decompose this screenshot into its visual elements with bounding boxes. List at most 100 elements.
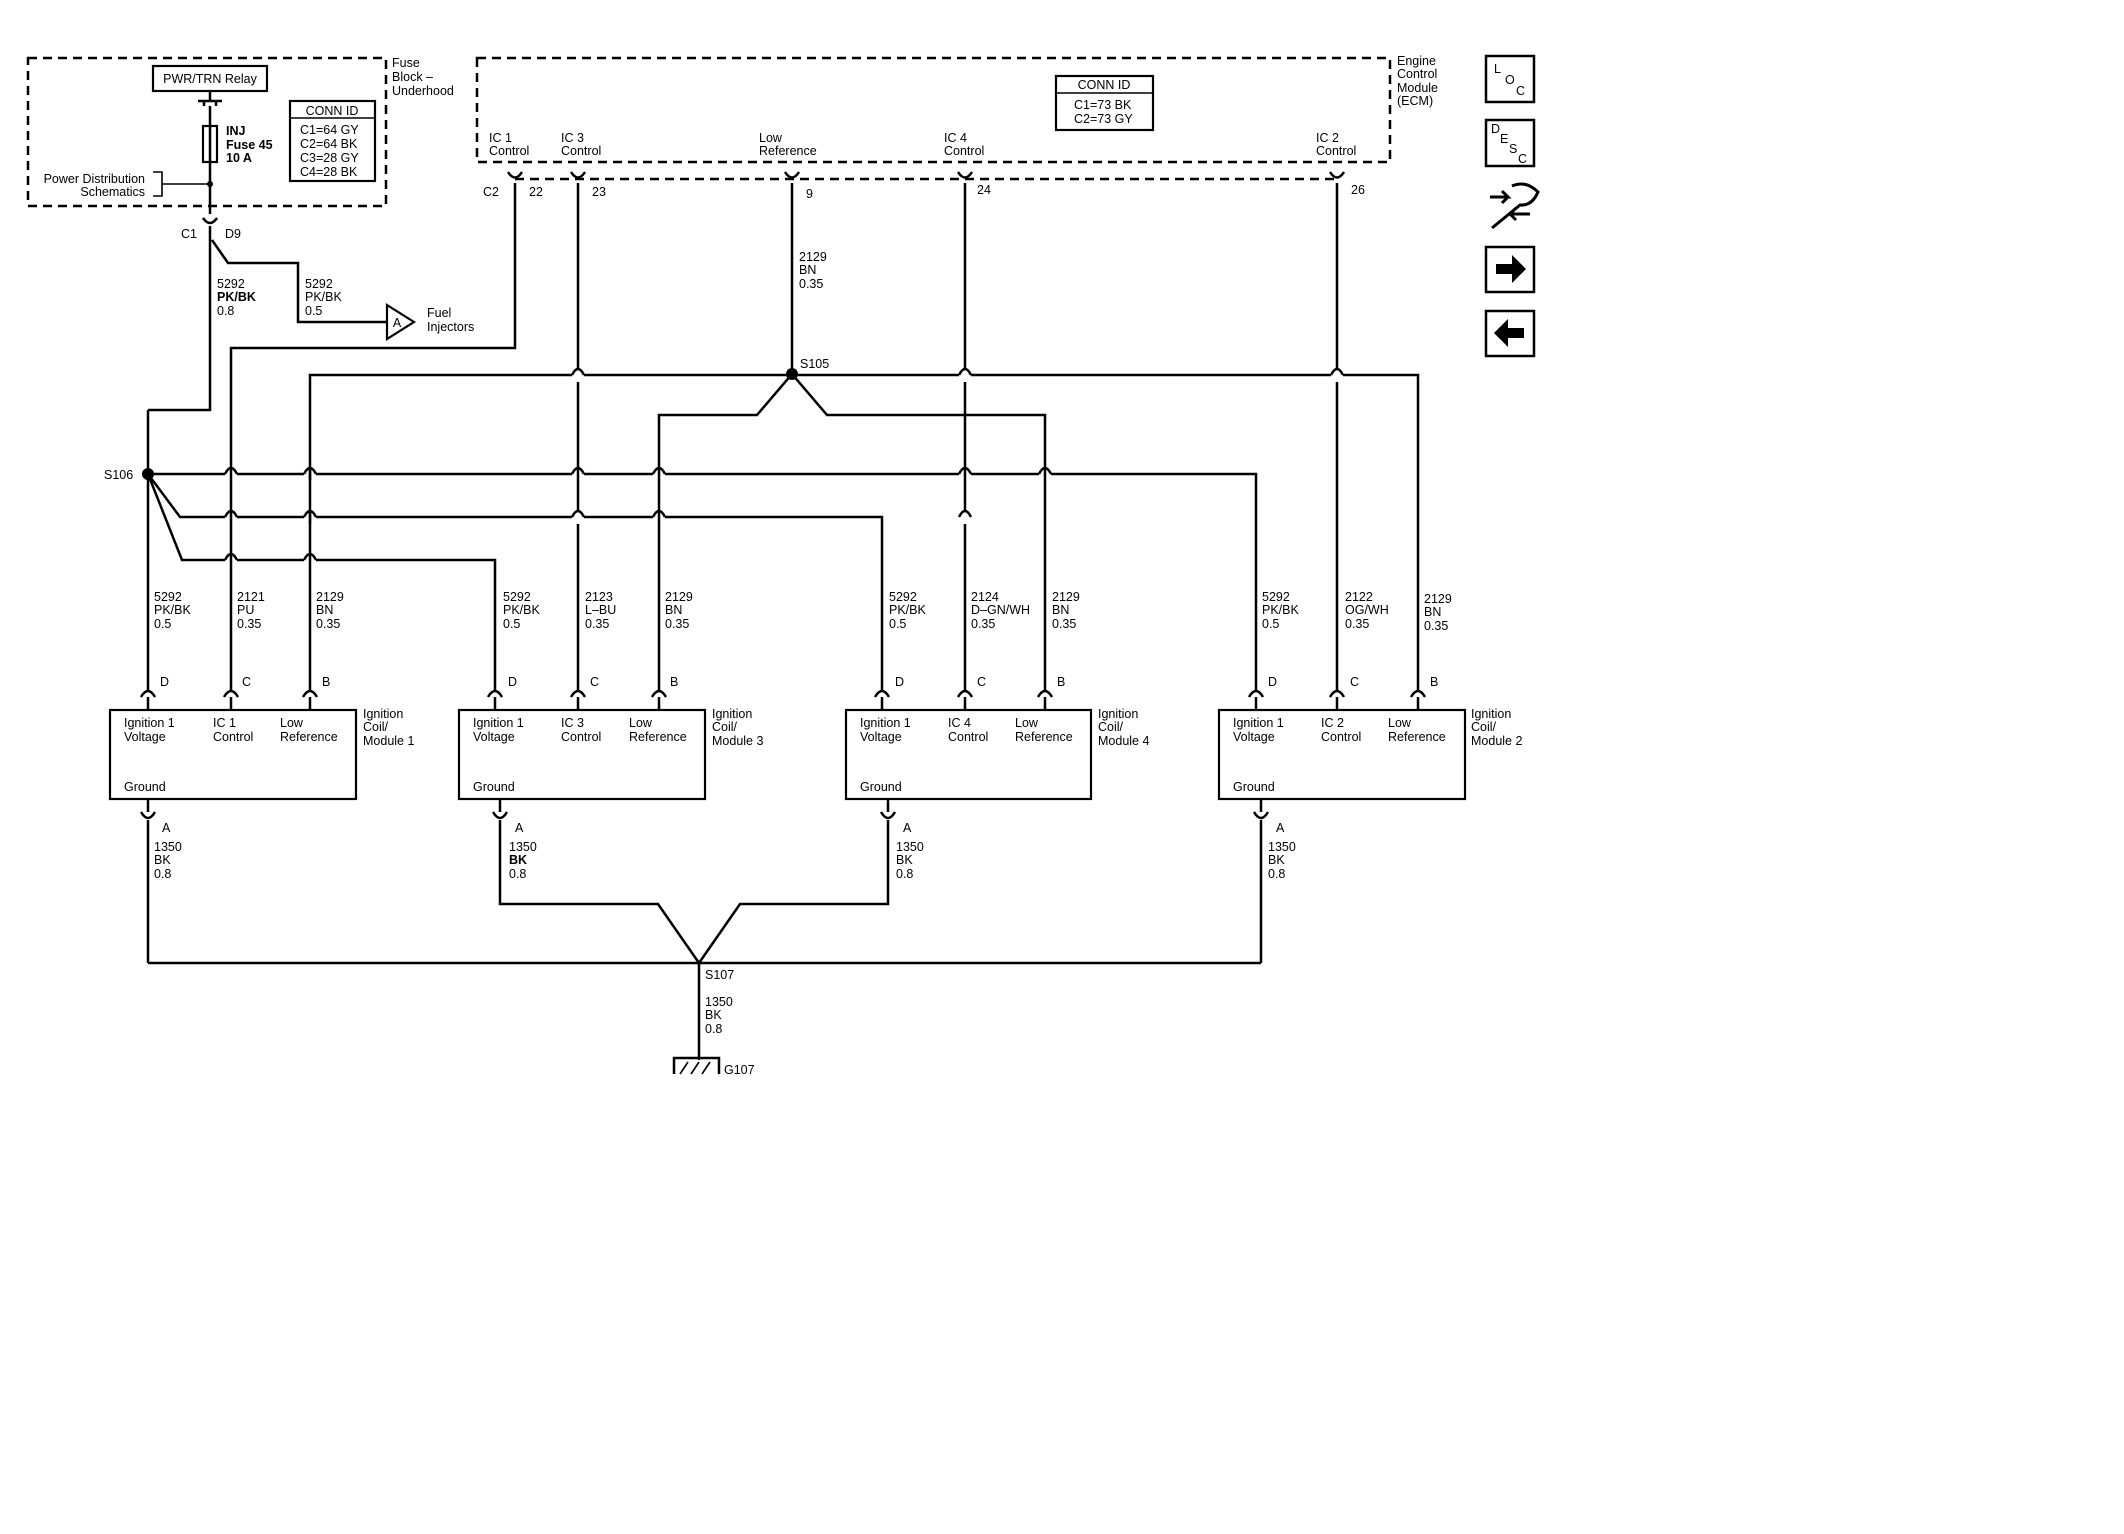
ignition-coil-module-2: D C B Ignition 1 Voltage IC 2 Control Lo…: [1217, 675, 1522, 963]
coil-title: Ignition: [363, 707, 403, 721]
loc-icon-o: O: [1505, 73, 1515, 87]
wire-label: 0.35: [237, 617, 261, 631]
ecm-pin-label: IC 1: [489, 131, 512, 145]
coil-pin-label: D: [895, 675, 904, 689]
ecm-pin-label: Low: [759, 131, 783, 145]
coil-function-label: Ignition 1: [860, 716, 911, 730]
wire-label: 2129: [799, 250, 827, 264]
wire-label: 2129: [316, 590, 344, 604]
wire-label: 0.5: [154, 617, 171, 631]
wire-label: 0.5: [503, 617, 520, 631]
wire-label: 0.35: [585, 617, 609, 631]
coil-module-box: [108, 708, 358, 801]
wire-label: 2129: [1052, 590, 1080, 604]
coil-ground-pin: A: [903, 821, 912, 835]
desc-button[interactable]: D E S C: [1484, 118, 1536, 168]
wire-label: BN: [665, 603, 682, 617]
conn-id-row: C1=64 GY: [300, 123, 359, 137]
coil-connector-cups: [486, 689, 668, 698]
next-page-button[interactable]: [1484, 245, 1536, 294]
wire-label: 0.8: [217, 304, 234, 318]
wire-label: PK/BK: [154, 603, 191, 617]
wire-label: 0.8: [1268, 867, 1285, 881]
ignition-coil-module-4: D C B Ignition 1 Voltage IC 4 Control Lo…: [697, 675, 1149, 964]
wire-label: BK: [509, 853, 527, 867]
coil-title: Coil/: [1471, 720, 1497, 734]
splice-label-s105: S105: [800, 357, 829, 371]
wire-label: BK: [705, 1008, 722, 1022]
wire-label: BN: [799, 263, 816, 277]
coil-title: Coil/: [363, 720, 389, 734]
wire-2121-ic1-control: [229, 183, 517, 690]
ecm-title: Engine: [1397, 54, 1436, 68]
wiring: 2129 BN 0.35 S105 S106: [104, 183, 1420, 690]
coil-module-box: [457, 708, 707, 801]
coil-function-label: Ignition 1: [124, 716, 175, 730]
coil-function-label: Reference: [280, 730, 338, 744]
conn-id-header: CONN ID: [1078, 78, 1131, 92]
wire-label: L–BU: [585, 603, 616, 617]
ecm-pin-label: IC 3: [561, 131, 584, 145]
wire-5292-to-module-2: [148, 472, 1258, 690]
wire-5292-to-module-3: [146, 473, 497, 690]
fuel-injectors-connector: A: [393, 316, 402, 330]
wire-label: 0.8: [896, 867, 913, 881]
coil-ground-pin: A: [1276, 821, 1285, 835]
wire-label: BN: [1052, 603, 1069, 617]
pds-label-1: Power Distribution: [44, 172, 145, 186]
coil-function-label: Low: [1388, 716, 1412, 730]
wire-label: 5292: [1262, 590, 1290, 604]
coil-ground-wire: [697, 799, 897, 964]
wire-label: 0.35: [799, 277, 823, 291]
conn-id-row: C3=28 GY: [300, 151, 359, 165]
ecm-pin-number: 24: [977, 183, 991, 197]
conn-id-row: C2=73 GY: [1074, 112, 1133, 126]
coil-module-box: [844, 708, 1093, 801]
fuse-block-title-2: Block –: [392, 70, 433, 84]
wire-label: 0.5: [1262, 617, 1279, 631]
ignition-coil-module-1: D C B Ignition 1 Voltage IC 1 Control Lo…: [108, 675, 414, 963]
pin-label-d9: D9: [225, 227, 241, 241]
desc-icon-d: D: [1491, 122, 1500, 136]
ecm-pin-number: 26: [1351, 183, 1365, 197]
coil-title: Module 3: [712, 734, 763, 748]
coil-connector-cups: [1247, 689, 1427, 698]
loc-button[interactable]: L O C: [1484, 54, 1536, 104]
wire-label: BN: [316, 603, 333, 617]
coil-function-label: Control: [1321, 730, 1361, 744]
fuse-label-1: INJ: [226, 124, 246, 138]
ecm-pin-cups: [506, 171, 1346, 179]
fuel-injectors-reference[interactable]: A Fuel Injectors: [385, 303, 474, 341]
coil-pin-label: C: [1350, 675, 1359, 689]
wire-label: OG/WH: [1345, 603, 1389, 617]
wire-label: PU: [237, 603, 254, 617]
coil-ground-label: Ground: [1233, 780, 1275, 794]
fuel-injectors-label: Fuel: [427, 306, 451, 320]
diagnostic-button[interactable]: [1484, 180, 1540, 232]
coil-title: Coil/: [712, 720, 738, 734]
ecm-outline: [475, 56, 1392, 164]
ignition-coil-module-3: D C B Ignition 1 Voltage IC 3 Control Lo…: [457, 675, 763, 964]
coil-ground-pin: A: [162, 821, 171, 835]
coil-title: Module 4: [1098, 734, 1149, 748]
wire-label: 2129: [1424, 592, 1452, 606]
pds-label-2: Schematics: [80, 185, 145, 199]
coil-ground-wire: [139, 799, 157, 963]
coil-function-label: Reference: [629, 730, 687, 744]
wire-label: 2121: [237, 590, 265, 604]
coil-function-label: Ignition 1: [1233, 716, 1284, 730]
coil-ground-wire: [491, 799, 701, 964]
coil-function-label: Low: [280, 716, 304, 730]
splice-label-s106: S106: [104, 468, 133, 482]
wire-label: 2123: [585, 590, 613, 604]
coil-function-label: Reference: [1015, 730, 1073, 744]
ecm-title: (ECM): [1397, 94, 1433, 108]
ecm-pin-label: Control: [1316, 144, 1356, 158]
coil-module-box: [1217, 708, 1467, 801]
coil-function-label: Low: [1015, 716, 1039, 730]
wire-label: PK/BK: [305, 290, 342, 304]
relay-contact-symbol: [198, 91, 222, 106]
ecm-pin-number: 9: [806, 187, 813, 201]
ecm-pin-label: IC 4: [944, 131, 967, 145]
previous-page-button[interactable]: [1484, 309, 1536, 358]
